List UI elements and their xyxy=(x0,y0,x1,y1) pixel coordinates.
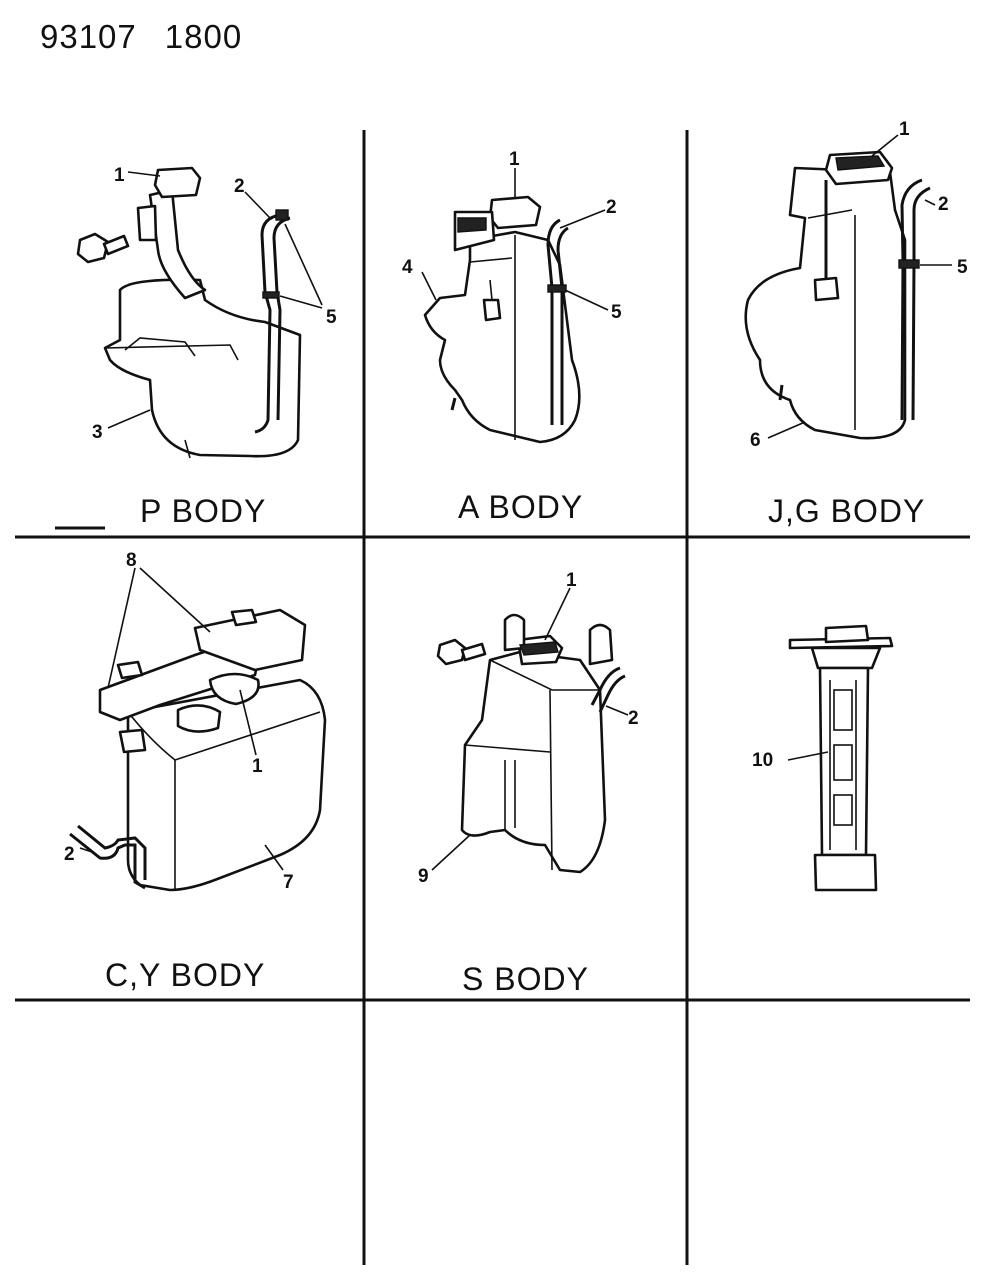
callout-2: 2 xyxy=(606,197,617,218)
callout-5: 5 xyxy=(326,307,337,328)
callout-2: 2 xyxy=(234,176,245,197)
panel-level-sensor: 10 xyxy=(752,624,894,892)
clamp-jg xyxy=(898,259,920,269)
callout-1: 1 xyxy=(566,570,577,591)
cap-cy xyxy=(208,672,260,706)
reservoir-a-body xyxy=(423,230,581,444)
callout-8: 8 xyxy=(126,550,137,571)
callout-1: 1 xyxy=(899,119,910,140)
callout-6: 6 xyxy=(750,430,761,451)
hose-a xyxy=(546,218,561,425)
reservoir-p-body xyxy=(103,278,302,458)
callout-1: 1 xyxy=(114,165,125,186)
callout-1: 1 xyxy=(252,756,263,777)
panel-title-jg-body: J,G BODY xyxy=(768,493,925,529)
callout-5: 5 xyxy=(957,257,968,278)
clamp-p-upper xyxy=(275,209,289,221)
callout-7: 7 xyxy=(283,872,294,893)
sensor-base xyxy=(813,853,878,892)
hose-p xyxy=(254,213,281,434)
panel-title-a-body: A BODY xyxy=(458,489,583,525)
panel-grid xyxy=(15,130,970,1265)
callout-9: 9 xyxy=(418,866,429,887)
clamp-a xyxy=(547,284,567,293)
hose-s xyxy=(590,666,621,706)
callout-2: 2 xyxy=(628,708,639,729)
panel-s-body: 1 2 9 S BODY xyxy=(418,570,639,997)
filler-neck-p xyxy=(148,188,207,300)
callout-2: 2 xyxy=(64,844,75,865)
callout-5: 5 xyxy=(611,302,622,323)
page-header: 93107 1800 xyxy=(40,18,270,56)
bolt-a xyxy=(482,298,502,322)
cap-p xyxy=(153,166,202,199)
reservoir-s-body xyxy=(460,650,607,874)
cap-a xyxy=(488,195,542,230)
sender-jg xyxy=(813,276,840,302)
panel-p-body: 1 2 5 3 P BODY xyxy=(55,165,337,530)
clamp-p-lower xyxy=(262,291,280,299)
sensor-tube xyxy=(818,666,870,857)
panel-cy-body: 8 1 2 7 C,Y BODY xyxy=(64,550,327,993)
panel-title-cy-body: C,Y BODY xyxy=(105,957,265,993)
reservoir-jg-body xyxy=(744,166,907,440)
panel-title-p-body: P BODY xyxy=(140,493,266,529)
bolt-s xyxy=(436,638,487,666)
panel-a-body: 1 2 4 5 A BODY xyxy=(402,149,622,525)
reservoir-cy-body xyxy=(126,678,327,892)
figure-number: 1800 xyxy=(164,18,243,55)
hose-jg xyxy=(900,178,923,421)
callout-2: 2 xyxy=(938,194,949,215)
panel-jg-body: 1 2 5 6 J,G BODY xyxy=(744,119,968,529)
callout-1: 1 xyxy=(509,149,520,170)
hose-cy xyxy=(69,832,146,890)
panel-title-s-body: S BODY xyxy=(462,961,589,997)
doc-number: 93107 xyxy=(40,18,137,55)
callout-3: 3 xyxy=(92,422,103,443)
callout-10: 10 xyxy=(752,750,773,771)
bolt-p xyxy=(76,232,130,264)
callout-4: 4 xyxy=(402,257,413,278)
